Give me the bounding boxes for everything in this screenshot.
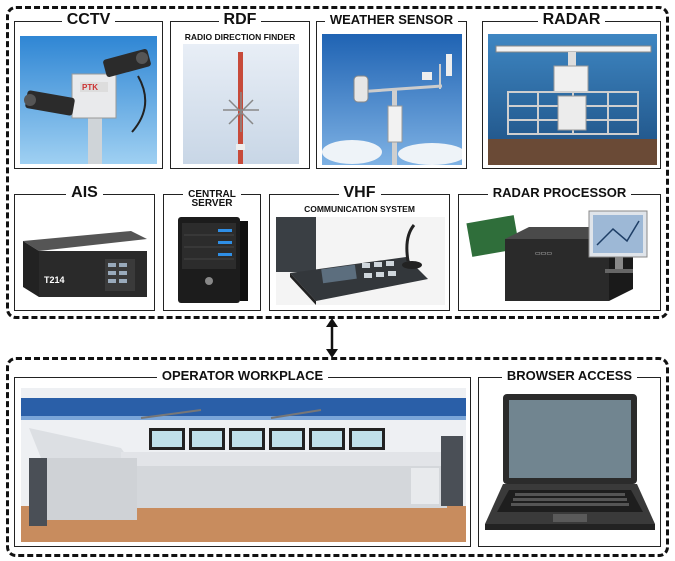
cctv-panel: CCTV PTK bbox=[14, 11, 163, 169]
vhf-panel: VHF COMMUNICATION SYSTEM bbox=[269, 184, 450, 311]
radar-panel: RADAR bbox=[482, 11, 661, 169]
control-center-group bbox=[6, 357, 669, 557]
radar-processor-panel: RADAR PROCESSOR ▭▭▭ bbox=[458, 185, 661, 311]
radar-tower-photo-icon bbox=[488, 34, 657, 165]
browser-access-panel: BROWSER ACCESS bbox=[478, 368, 661, 547]
ais-base-station-photo-icon: T214 bbox=[19, 221, 150, 299]
antenna-mast-photo-icon bbox=[183, 44, 299, 164]
laptop-photo-icon bbox=[485, 390, 656, 542]
svg-text:PTK: PTK bbox=[82, 83, 98, 92]
vhf-subtitle: COMMUNICATION SYSTEM bbox=[304, 204, 415, 214]
operator-console-photo-icon bbox=[21, 388, 466, 542]
operator-workplace-panel: OPERATOR WORKPLACE bbox=[14, 368, 471, 547]
cctv-camera-photo-icon: PTK bbox=[20, 36, 157, 164]
radar-processor-photo-icon: ▭▭▭ bbox=[465, 209, 656, 306]
rdf-subtitle: RADIO DIRECTION FINDER bbox=[184, 32, 296, 42]
central-server-title-line2: SERVER bbox=[191, 198, 233, 209]
vhf-console-photo-icon bbox=[276, 217, 445, 305]
ais-panel: AIS T214 bbox=[14, 184, 155, 311]
server-tower-photo-icon bbox=[170, 213, 256, 307]
field-equipment-group bbox=[6, 6, 669, 319]
rdf-panel: RDF RADIO DIRECTION FINDER bbox=[170, 11, 310, 169]
bidirectional-arrow-icon bbox=[322, 318, 342, 358]
svg-text:▭▭▭: ▭▭▭ bbox=[535, 251, 552, 257]
weather-station-photo-icon bbox=[322, 34, 462, 165]
central-server-panel: CENTRAL SERVER bbox=[163, 189, 261, 311]
ais-device-label: T214 bbox=[44, 275, 65, 285]
weather-sensor-panel: WEATHER SENSOR bbox=[316, 12, 467, 169]
